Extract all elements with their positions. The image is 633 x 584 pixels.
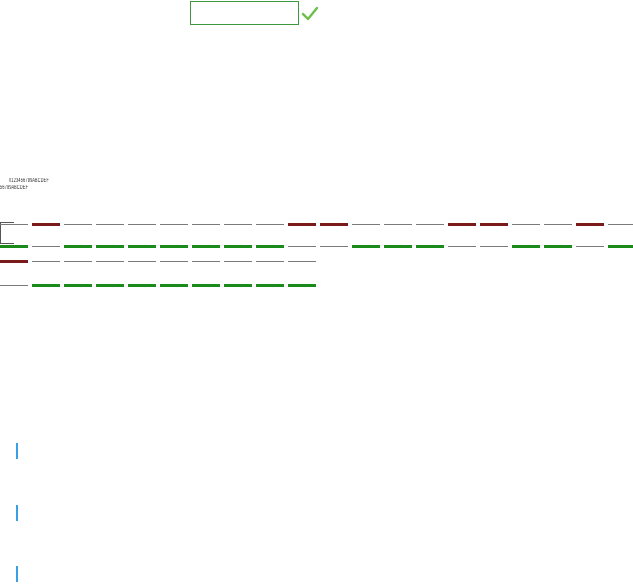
segment-red [320,223,348,226]
segment-neutral [64,261,92,262]
segment-neutral [288,246,316,247]
segment-green [32,284,60,287]
segment-row-2 [0,245,633,248]
segment-red [576,223,604,226]
text-cursor-3[interactable] [16,566,18,582]
row-selection-bracket [0,222,14,244]
segment-neutral [0,224,28,225]
segment-neutral [224,224,252,225]
segment-neutral [160,224,188,225]
hex-label-line-2: 5 6 7 8 9 A B C D E F [0,185,28,191]
segment-neutral [64,224,92,225]
text-cursor-2[interactable] [16,505,18,521]
segment-neutral [96,224,124,225]
segment-neutral [544,224,572,225]
segment-green [64,284,92,287]
segment-green [288,284,316,287]
segment-green [352,245,380,248]
segment-neutral [448,246,476,247]
segment-neutral [192,224,220,225]
segment-red [288,223,316,226]
check-icon [301,6,319,21]
segment-neutral [416,224,444,225]
segment-green [160,284,188,287]
segment-green [0,245,28,248]
segment-row-4 [0,284,320,287]
segment-red [480,223,508,226]
segment-green [384,245,412,248]
segment-neutral [32,261,60,262]
segment-green [256,245,284,248]
segment-neutral [320,246,348,247]
segment-green [96,284,124,287]
segment-green [128,245,156,248]
text-cursor-1[interactable] [16,443,18,459]
segment-neutral [256,261,284,262]
segment-green [608,245,633,248]
segment-green [224,245,252,248]
segment-neutral [224,261,252,262]
segment-neutral [192,261,220,262]
segment-neutral [128,224,156,225]
segment-neutral [128,261,156,262]
segment-neutral [512,224,540,225]
answer-input[interactable] [190,1,299,25]
segment-green [512,245,540,248]
segment-neutral [96,261,124,262]
segment-neutral [576,246,604,247]
segment-red [32,223,60,226]
segment-green [96,245,124,248]
segment-row-1 [0,223,633,226]
segment-neutral [608,224,633,225]
segment-green [192,245,220,248]
segment-neutral [288,261,316,262]
segment-row-3 [0,260,320,263]
segment-red [0,260,28,263]
segment-green [224,284,252,287]
segment-green [64,245,92,248]
segment-neutral [160,261,188,262]
segment-green [128,284,156,287]
segment-neutral [256,224,284,225]
hex-label-line-1: 0 1 2 3 4 5 6 7 8 9 A B C D E F [9,178,49,184]
segment-green [256,284,284,287]
segment-green [192,284,220,287]
segment-neutral [32,246,60,247]
segment-green [416,245,444,248]
segment-neutral [384,224,412,225]
segment-neutral [0,285,28,286]
segment-green [160,245,188,248]
segment-neutral [352,224,380,225]
segment-neutral [480,246,508,247]
segment-green [544,245,572,248]
segment-red [448,223,476,226]
